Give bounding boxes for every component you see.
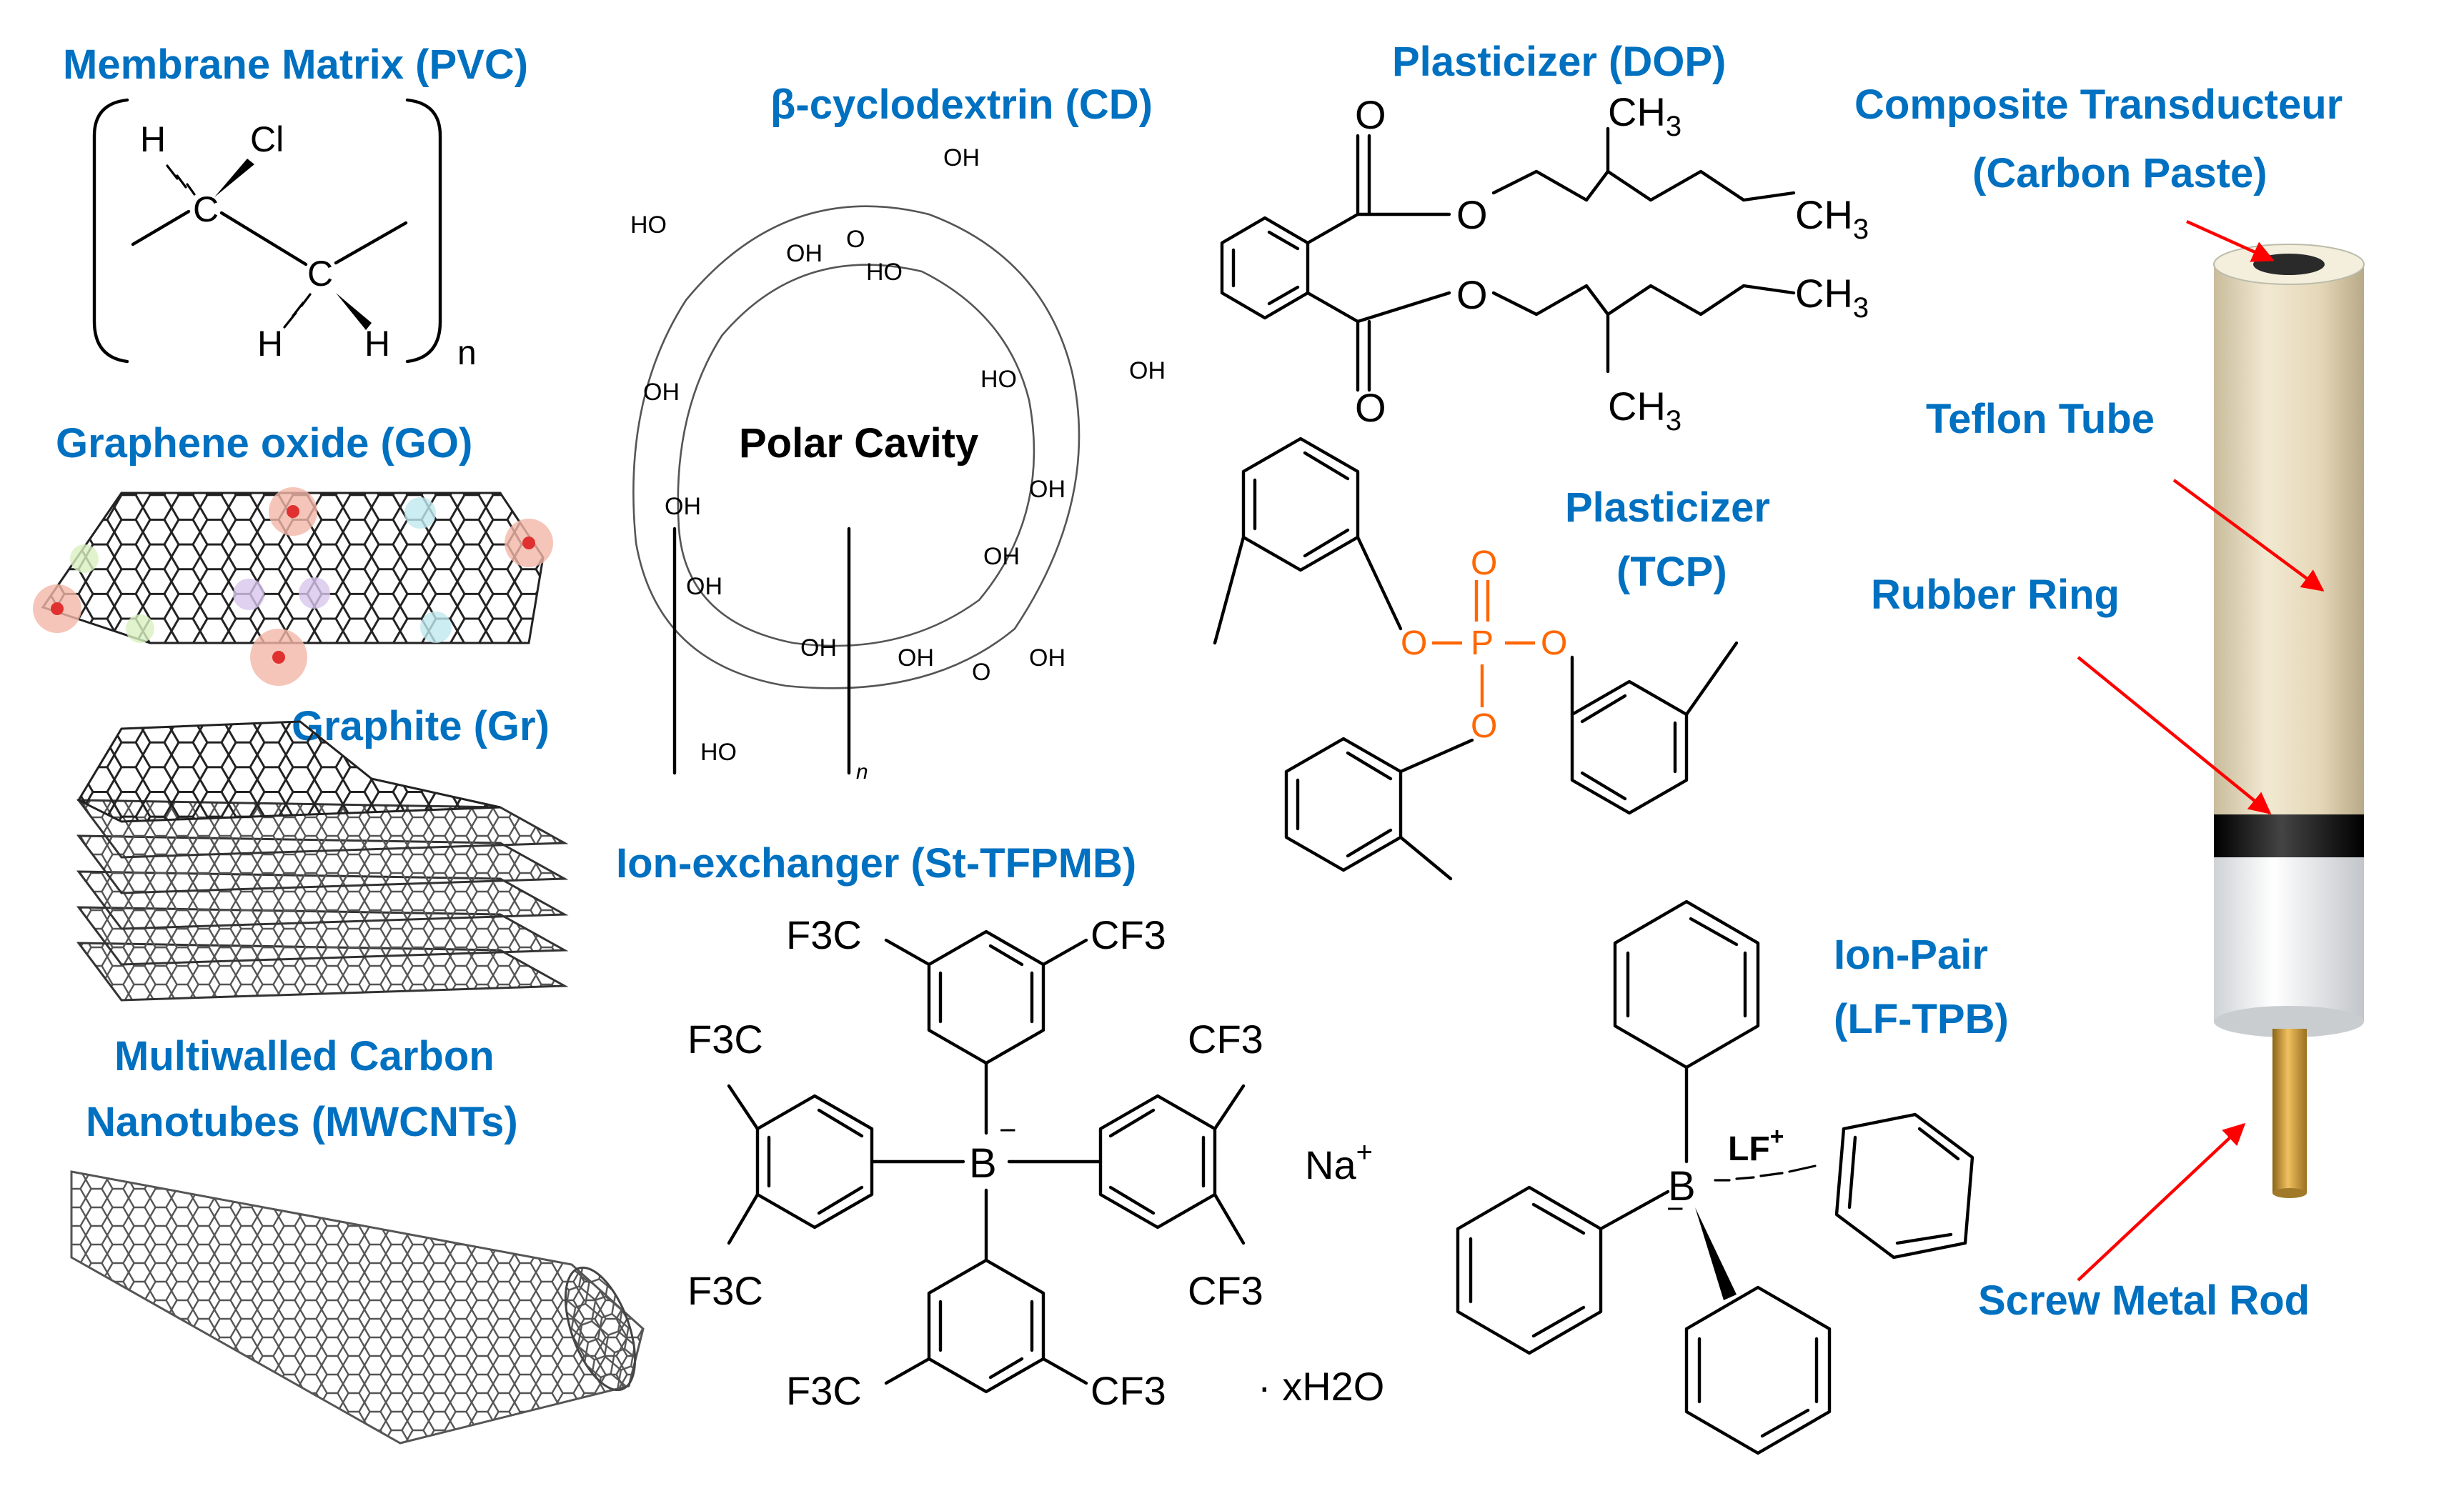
tcp-atom-p: P (1471, 624, 1494, 662)
label-ion-exchanger: Ion-exchanger (St-TFPMB) (616, 840, 1136, 887)
dop-atom-o4: O (1355, 385, 1386, 430)
lftpb-cation: LF+ (1728, 1123, 1784, 1168)
label-graphite: Graphite (Gr) (292, 703, 550, 749)
cd-label-oh-2: OH (786, 240, 823, 267)
dop-ch3-top: CH3 (1608, 89, 1681, 142)
pvc-atom-c1: C (193, 189, 219, 229)
pvc-atom-h1: H (140, 119, 166, 159)
stfpmb-cf3-4: CF3 (1091, 1368, 1166, 1413)
dop-ch3-bottom: CH3 (1608, 384, 1681, 437)
stfpmb-f3c-4: F3C (786, 1368, 862, 1413)
cd-label-oh-3: OH (1129, 357, 1166, 384)
pvc-subscript-n: n (457, 334, 477, 372)
pvc-atom-h2: H (257, 324, 283, 364)
cd-label-o-2: O (972, 659, 990, 686)
stfpmb-sodium: Na+ (1305, 1137, 1373, 1187)
cd-label-oh-5: OH (983, 543, 1020, 570)
stfpmb-atom-b: B (969, 1140, 997, 1187)
cd-label-oh-11: OH (643, 379, 680, 406)
dop-structure: O O O O CH3 CH3 CH3 CH3 (1220, 89, 1869, 437)
lftpb-structure: B − LF+ (1456, 899, 1974, 1455)
label-mwcnt-line1: Multiwalled Carbon (114, 1033, 495, 1079)
label-cd: β-cyclodextrin (CD) (770, 81, 1153, 128)
stfpmb-cf3-3: CF3 (1188, 1268, 1263, 1313)
pvc-atom-c2: C (307, 254, 333, 294)
cd-label-oh-7: OH (898, 644, 934, 672)
tcp-atom-o-top: O (1471, 544, 1497, 582)
tcp-atom-o-left: O (1401, 624, 1427, 662)
tcp-atom-o-right: O (1541, 624, 1567, 662)
stfpmb-f3c-1: F3C (786, 912, 862, 957)
lftpb-atom-b: B (1668, 1163, 1696, 1210)
polar-cavity-label: Polar Cavity (739, 420, 978, 467)
arrow-carbon-paste (2186, 219, 2275, 262)
graphene-oxide-sheet (33, 487, 553, 686)
label-transducer-line1: Composite Transducteur (1854, 81, 2343, 128)
arrow-teflon (2172, 479, 2325, 592)
label-screw: Screw Metal Rod (1978, 1277, 2310, 1324)
tcp-atom-o-bottom: O (1471, 707, 1497, 745)
label-pvc: Membrane Matrix (PVC) (63, 41, 528, 88)
cd-label-oh-1: OH (943, 144, 980, 171)
cd-label-o-1: O (846, 226, 865, 253)
label-teflon: Teflon Tube (1926, 396, 2155, 442)
stfpmb-cf3-1: CF3 (1091, 912, 1166, 957)
cd-label-ho-1: HO (630, 211, 667, 239)
label-go: Graphene oxide (GO) (56, 420, 472, 467)
cd-label-ho-2: HO (866, 259, 903, 286)
cd-label-oh-10: OH (665, 493, 701, 520)
stfpmb-f3c-2: F3C (687, 1017, 763, 1062)
label-ion-pair-line1: Ion-Pair (1834, 932, 1988, 978)
electrode-illustration (2213, 244, 2365, 1198)
arrow-rubber (2077, 656, 2272, 814)
label-transducer-line2: (Carbon Paste) (1972, 150, 2267, 196)
stfpmb-f3c-3: F3C (687, 1268, 763, 1313)
dop-ch3-lower-right: CH3 (1795, 271, 1869, 324)
cd-subscript-n: n (856, 760, 868, 784)
tcp-structure: O P O O O (1213, 437, 1739, 881)
pvc-atom-cl: Cl (250, 119, 284, 159)
graphite-stack (76, 720, 569, 1002)
label-mwcnt-line2: Nanotubes (MWCNTs) (86, 1099, 518, 1145)
teflon-tube (2214, 264, 2364, 814)
stfpmb-charge-minus: − (999, 1113, 1017, 1147)
dop-atom-o1: O (1355, 92, 1386, 137)
pvc-left-bracket (92, 98, 129, 364)
cd-label-oh-6: OH (1029, 644, 1065, 672)
pvc-right-bracket (405, 98, 442, 364)
white-cap-bottom (2214, 1006, 2364, 1037)
cd-label-oh-4: OH (1029, 476, 1065, 503)
rubber-ring (2214, 814, 2364, 857)
label-rubber: Rubber Ring (1871, 572, 2120, 618)
lftpb-charge-minus: − (1666, 1192, 1684, 1225)
stfpmb-structure: F3C CF3 F3C CF3 F3C CF3 F3C CF3 B − Na+ … (687, 912, 1384, 1413)
stfpmb-hydrate: · xH2O (1258, 1364, 1384, 1409)
cd-repeat-brackets (672, 527, 851, 775)
dop-ch3-upper-right: CH3 (1795, 192, 1869, 245)
label-tcp-line1: Plasticizer (1565, 484, 1770, 531)
dop-atom-o2: O (1456, 192, 1488, 237)
arrow-screw (2077, 1122, 2246, 1282)
cd-label-oh-9: OH (686, 573, 722, 600)
cd-label-ho-4: HO (700, 739, 737, 766)
stfpmb-cf3-2: CF3 (1188, 1017, 1263, 1062)
cd-label-oh-8: OH (800, 634, 837, 662)
pvc-structure: H Cl C C H H n (92, 98, 477, 372)
white-cap (2214, 857, 2364, 1022)
cd-label-ho-3: HO (980, 366, 1017, 393)
dop-atom-o3: O (1456, 272, 1488, 317)
screw-metal-rod (2272, 1029, 2307, 1193)
cyclodextrin-structure: Polar Cavity HO OH OH HO HO OH OH OH OH … (630, 144, 1166, 784)
label-tcp-line2: (TCP) (1616, 549, 1727, 595)
label-dop: Plasticizer (DOP) (1392, 39, 1726, 85)
label-ion-pair-line2: (LF-TPB) (1834, 996, 2009, 1042)
mwcnt-tube (70, 1170, 645, 1445)
pvc-atom-h3: H (364, 324, 390, 364)
